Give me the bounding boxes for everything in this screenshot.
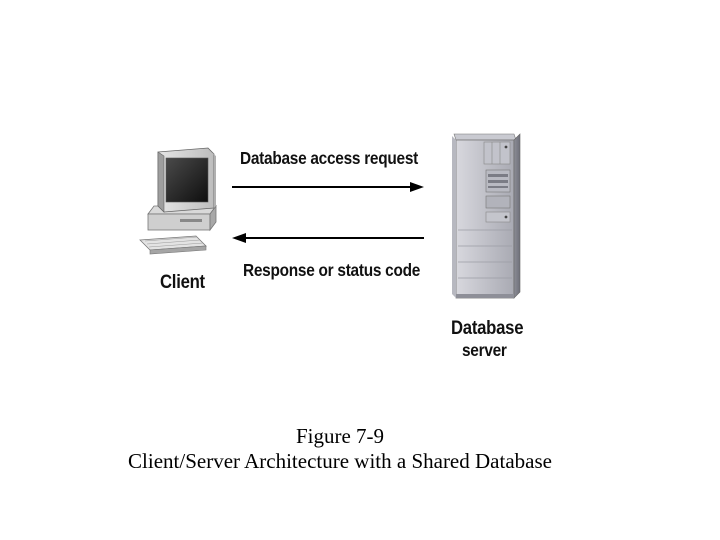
response-label: Response or status code <box>243 260 421 280</box>
client-label: Client <box>160 272 205 293</box>
database-server-icon <box>452 133 521 299</box>
request-arrow <box>232 182 424 192</box>
database-server-sublabel: server <box>462 340 507 360</box>
figure-number: Figure 7-9 <box>295 424 385 448</box>
response-arrow <box>232 233 424 243</box>
database-server-label: Database <box>451 318 524 339</box>
request-label: Database access request <box>240 148 418 168</box>
client-computer-icon <box>139 147 217 255</box>
figure-title: Client/Server Architecture with a Shared… <box>128 449 552 473</box>
